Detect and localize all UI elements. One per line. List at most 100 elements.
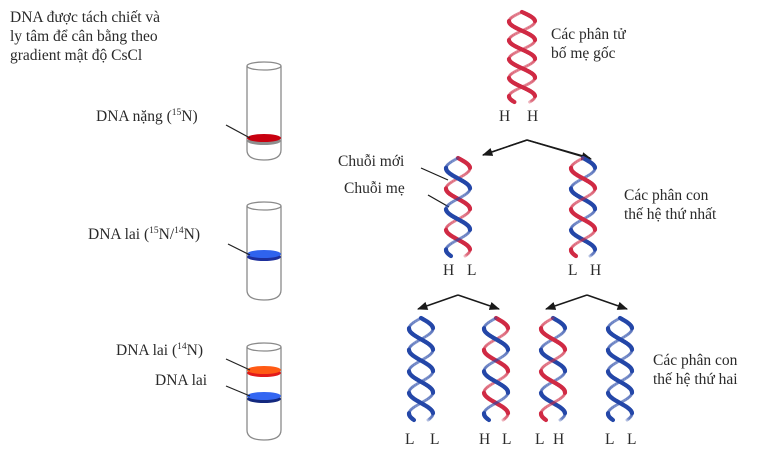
strand-right-segment [611,361,617,366]
strand-right-segment [608,407,613,412]
strand-right-segment [617,358,623,363]
strand-right-segment [570,204,574,209]
strand-left-segment [411,341,417,346]
helix-gen2-1 [406,315,436,423]
strand-right-segment [505,350,509,355]
strand-right-segment [415,317,421,322]
strand-left-segment [590,170,595,175]
strand-left-segment [428,416,433,421]
strand-right-segment [540,323,545,328]
strand-right-segment [414,360,420,365]
strand-right-segment [453,197,459,202]
tube-1 [246,61,282,161]
strand-left-segment [558,417,564,422]
strand-label: L [605,431,615,448]
label-heavy-dna: DNA nặng (15N) [96,108,198,126]
strand-right-segment [629,392,634,397]
strand-label: L [568,262,578,279]
strand-left-segment [425,375,431,380]
strand-left-segment [509,34,514,39]
strand-right-segment [548,359,554,364]
strand-right-segment [488,403,494,408]
strand-right-segment [614,402,620,407]
strand-left-segment [448,180,454,185]
strand-right-segment [461,193,467,198]
strand-right-segment [446,243,451,248]
strand-left-segment [544,383,550,388]
strand-right-segment [498,398,504,403]
strand-right-segment [510,52,515,57]
strand-left-segment [503,416,508,421]
strand-right-segment [585,234,591,239]
strand-right-segment [541,364,547,369]
strand-right-segment [424,355,430,360]
strand-left-segment [541,343,546,348]
strand-right-segment [447,252,454,259]
strand-left-segment [562,328,567,334]
strand-left-segment [430,370,435,376]
strand-left-segment [611,383,617,388]
strand-right-segment [514,87,520,92]
strand-right-segment [577,239,583,244]
strand-left-segment [559,374,564,379]
strand-right-segment [578,197,584,202]
strand-left-segment [485,384,491,389]
strand-right-segment [558,353,563,359]
strand-right-segment [509,90,514,95]
strand-right-segment [542,406,548,411]
strand-right-segment [611,404,616,410]
strand-right-segment [483,365,488,370]
strand-right-segment [445,244,450,249]
strand-right-segment [493,358,499,363]
strand-label: L [627,431,637,448]
strand-left-segment [573,180,579,185]
strand-right-segment [484,322,489,327]
caption-line: bố mẹ gốc [551,45,616,62]
strand-right-segment [522,83,528,88]
strand-right-segment [464,191,470,196]
strand-left-segment [574,220,580,225]
strand-right-segment [545,318,551,323]
strand-right-segment [570,244,575,249]
strand-left-segment [490,339,496,344]
strand-left-segment [447,221,453,226]
strand-left-segment [531,97,536,102]
tube-2 [246,201,282,301]
strand-right-segment [418,358,424,363]
strand-label: H [590,262,602,279]
strand-left-segment [572,181,577,186]
strand-label: H [499,108,511,125]
strand-left-segment [410,342,415,347]
strand-left-segment [430,413,435,419]
strand-right-segment [586,193,592,198]
strand-left-segment [587,213,593,218]
strand-right-segment [570,203,575,208]
strand-left-segment [426,417,432,422]
strand-right-segment [608,364,614,369]
strand-right-segment [413,403,419,408]
intro-line: ly tâm để cân bằng theo [10,28,158,45]
strand-right-segment [540,366,544,371]
strand-right-segment [508,91,513,96]
strand-left-segment [629,413,634,419]
strand-right-segment [546,360,552,365]
strand-right-segment [410,416,417,423]
strand-left-segment [409,385,414,390]
strand-right-segment [512,88,518,93]
strand-right-segment [591,230,596,235]
strand-left-segment [532,96,537,101]
strand-left-segment [570,224,575,229]
strand-right-segment [525,44,531,49]
strand-left-segment [612,340,618,345]
strand-right-segment [561,351,566,356]
label-light-dna: DNA lai (14N) [116,342,203,360]
strand-right-segment [587,233,592,238]
strand-right-segment [449,159,454,164]
strand-right-segment [574,241,579,246]
strand-right-segment [510,89,516,94]
strand-left-segment [486,341,492,346]
strand-left-segment [509,71,515,76]
strand-left-segment [467,250,472,255]
strand-right-segment [415,402,421,407]
strand-left-segment [626,374,631,379]
